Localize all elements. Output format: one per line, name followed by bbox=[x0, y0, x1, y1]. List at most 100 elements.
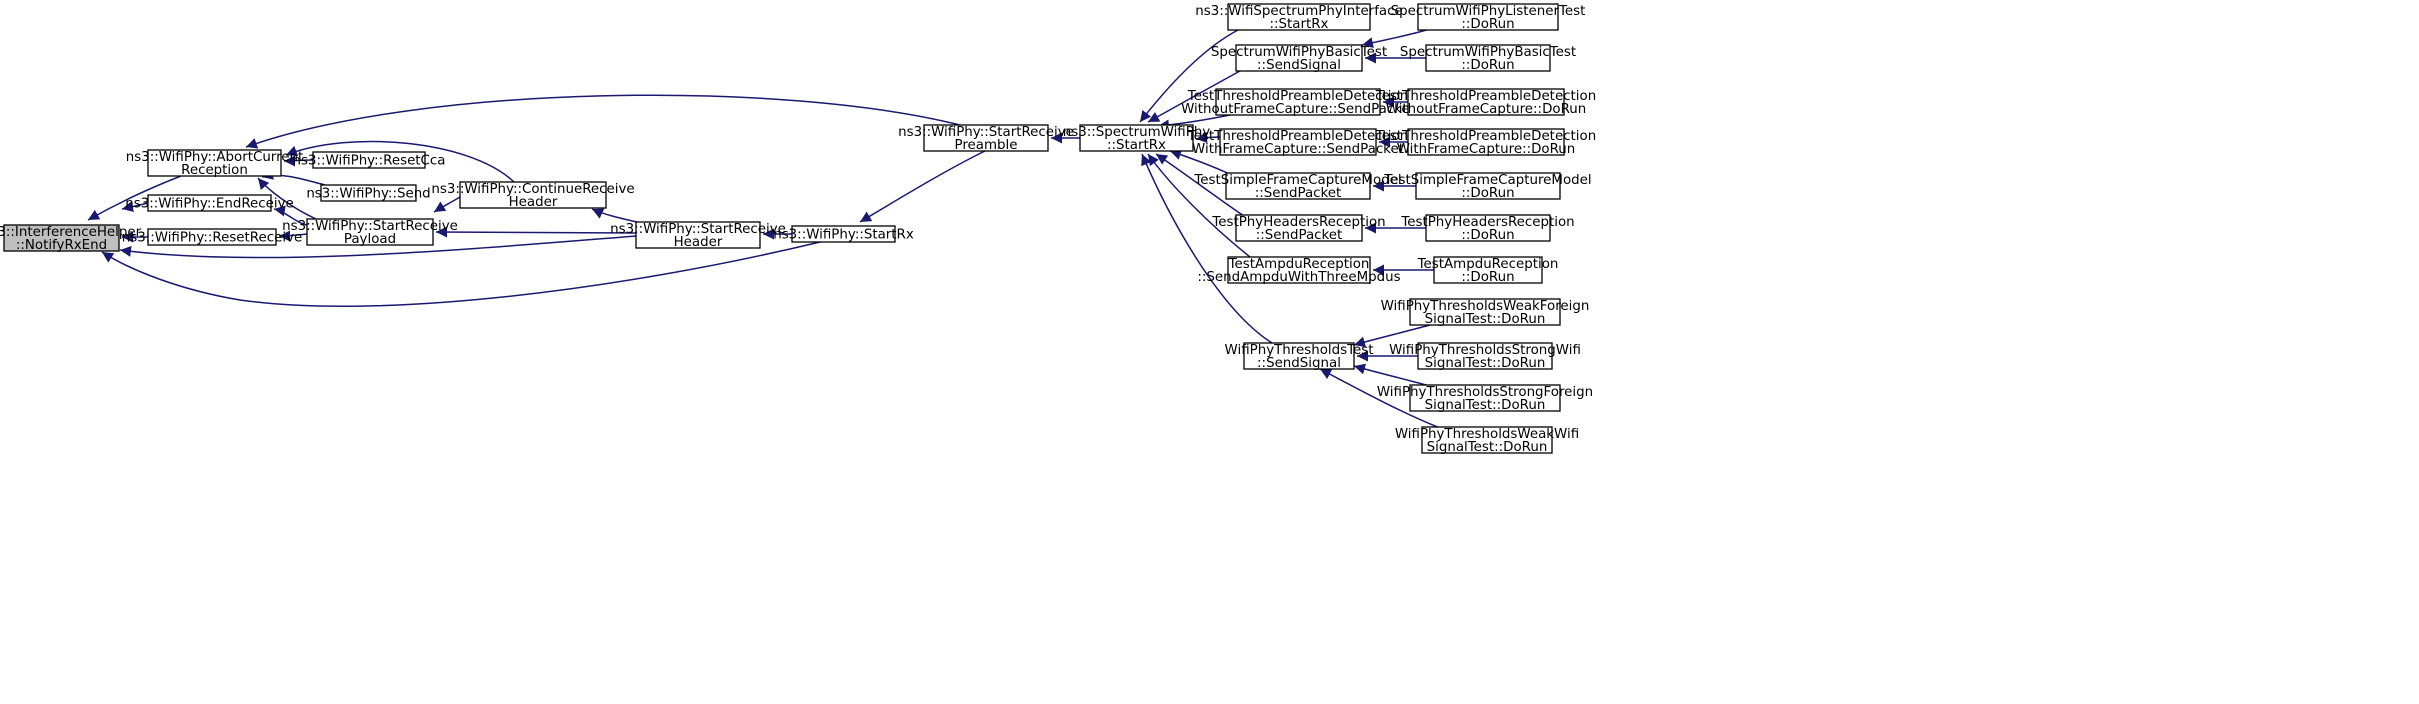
node-box[interactable] bbox=[3, 224, 120, 252]
node-n17[interactable]: TestPhyHeadersReception::SendPacket bbox=[1211, 214, 1386, 243]
node-label-line: ::DoRun bbox=[1461, 186, 1514, 201]
node-n12[interactable]: ns3::WifiSpectrumPhyInterface::StartRx bbox=[1195, 3, 1403, 32]
node-n21[interactable]: SpectrumWifiPhyBasicTest::DoRun bbox=[1400, 44, 1576, 73]
node-label-line: WithoutFrameCapture::DoRun bbox=[1386, 102, 1587, 117]
node-n20[interactable]: SpectrumWifiPhyListenerTest::DoRun bbox=[1391, 3, 1586, 32]
node-n13[interactable]: SpectrumWifiPhyBasicTest::SendSignal bbox=[1211, 44, 1387, 73]
edge-line bbox=[278, 230, 308, 242]
node-box[interactable] bbox=[1407, 128, 1565, 156]
node-box[interactable] bbox=[1417, 3, 1559, 31]
edge-line bbox=[1139, 29, 1239, 123]
edge-n6-to-n1 bbox=[257, 177, 317, 220]
node-n22[interactable]: TestThresholdPreambleDetectionWithoutFra… bbox=[1375, 88, 1596, 117]
edge-n7-to-n1 bbox=[285, 140, 515, 183]
node-label-line: ns3::WifiPhy::StartReceive bbox=[610, 222, 786, 237]
node-n25[interactable]: TestPhyHeadersReception::DoRun bbox=[1400, 214, 1575, 243]
node-n11[interactable]: ns3::SpectrumWifiPhy::StartRx bbox=[1063, 124, 1211, 153]
node-box[interactable] bbox=[1227, 256, 1371, 284]
node-label-line: ::StartRx bbox=[1107, 138, 1166, 153]
node-box[interactable] bbox=[1079, 124, 1194, 152]
node-label-line: ::SendPacket bbox=[1255, 186, 1342, 201]
node-label-line: ns3::WifiPhy::ResetReceive bbox=[122, 231, 302, 246]
node-label-line: WithFrameCapture::SendPacket bbox=[1192, 142, 1404, 157]
node-n3[interactable]: ns3::WifiPhy::ResetReceive bbox=[122, 228, 302, 246]
node-box[interactable] bbox=[1415, 172, 1561, 200]
node-box[interactable] bbox=[791, 225, 896, 243]
node-box[interactable] bbox=[1227, 3, 1371, 31]
node-box[interactable] bbox=[459, 181, 607, 209]
node-label-line: ns3::WifiPhy::StartReceive bbox=[282, 219, 458, 234]
node-n5[interactable]: ns3::WifiPhy::Send bbox=[306, 184, 431, 202]
node-box[interactable] bbox=[1215, 88, 1381, 116]
node-box[interactable] bbox=[1235, 214, 1363, 242]
node-label-line: ::DoRun bbox=[1461, 228, 1514, 243]
node-label-line: ns3::WifiPhy::ContinueReceive bbox=[431, 182, 634, 197]
edge-line bbox=[283, 155, 314, 167]
node-n2[interactable]: ns3::WifiPhy::EndReceive bbox=[125, 194, 294, 212]
node-box[interactable] bbox=[147, 228, 277, 246]
node-box[interactable] bbox=[1421, 426, 1553, 454]
edge-n27-to-n19 bbox=[1353, 324, 1431, 348]
node-label-line: TestAmpduReception bbox=[1228, 257, 1370, 272]
node-label-line: Header bbox=[509, 195, 558, 210]
node-n30[interactable]: WifiPhyThresholdsWeakWifiSignalTest::DoR… bbox=[1395, 426, 1579, 455]
edge-n10-to-n1 bbox=[245, 94, 961, 149]
node-n4[interactable]: ns3::WifiPhy::ResetCca bbox=[293, 151, 446, 169]
node-n9[interactable]: ns3::WifiPhy::StartRx bbox=[773, 225, 914, 243]
edge-n4-to-n1 bbox=[283, 155, 314, 167]
edge-n19-to-n11 bbox=[1141, 153, 1273, 344]
node-n18[interactable]: TestAmpduReception::SendAmpduWithThreeMp… bbox=[1197, 256, 1401, 285]
edge-n18-to-n11 bbox=[1147, 153, 1251, 258]
node-box[interactable] bbox=[1243, 342, 1355, 370]
node-n24[interactable]: TestSimpleFrameCaptureModel::DoRun bbox=[1383, 172, 1592, 201]
node-box[interactable] bbox=[1409, 298, 1561, 326]
node-box[interactable] bbox=[312, 151, 426, 169]
node-box[interactable] bbox=[923, 124, 1049, 152]
node-label-line: Header bbox=[674, 235, 723, 250]
node-n0[interactable]: ns3::InterferenceHelper::NotifyRxEnd bbox=[0, 224, 142, 253]
node-box[interactable] bbox=[1425, 44, 1551, 72]
node-box[interactable] bbox=[1409, 384, 1561, 412]
edge-n9-to-n0 bbox=[101, 241, 821, 308]
node-n23[interactable]: TestThresholdPreambleDetectionWithFrameC… bbox=[1375, 128, 1596, 157]
edge-n8-to-n0 bbox=[119, 235, 637, 259]
node-box[interactable] bbox=[320, 184, 417, 202]
node-n19[interactable]: WifiPhyThresholdsTest::SendSignal bbox=[1225, 342, 1374, 371]
node-n14[interactable]: TestThresholdPreambleDetectionWithoutFra… bbox=[1181, 88, 1415, 117]
node-box[interactable] bbox=[1417, 342, 1553, 370]
node-n16[interactable]: TestSimpleFrameCaptureModel::SendPacket bbox=[1193, 172, 1402, 201]
node-box[interactable] bbox=[306, 218, 434, 246]
edge-n7-to-n6 bbox=[433, 196, 461, 213]
edge-n2-to-n0 bbox=[121, 201, 149, 212]
edge-line bbox=[591, 208, 638, 223]
node-box[interactable] bbox=[1433, 256, 1543, 284]
edge-n8-to-n6 bbox=[435, 226, 637, 238]
node-n29[interactable]: WifiPhyThresholdsStrongForeignSignalTest… bbox=[1377, 384, 1593, 413]
node-n26[interactable]: TestAmpduReception::DoRun bbox=[1417, 256, 1559, 285]
node-box[interactable] bbox=[1219, 128, 1377, 156]
node-n28[interactable]: WifiPhyThresholdsStrongWifiSignalTest::D… bbox=[1389, 342, 1581, 371]
node-label-line: WifiPhyThresholdsWeakWifi bbox=[1395, 427, 1579, 442]
node-n27[interactable]: WifiPhyThresholdsWeakForeignSignalTest::… bbox=[1381, 298, 1590, 327]
node-n15[interactable]: TestThresholdPreambleDetectionWithFrameC… bbox=[1187, 128, 1408, 157]
node-label-line: ns3::WifiSpectrumPhyInterface bbox=[1195, 4, 1402, 19]
node-box[interactable] bbox=[1407, 88, 1565, 116]
node-box[interactable] bbox=[1235, 44, 1363, 72]
node-box[interactable] bbox=[635, 221, 761, 249]
node-label-line: SignalTest::DoRun bbox=[1427, 440, 1548, 455]
edge-n15-to-n11 bbox=[1195, 132, 1221, 144]
edge-line bbox=[1141, 153, 1273, 344]
node-label-line: Preamble bbox=[955, 138, 1018, 153]
node-label-line: TestThresholdPreambleDetection bbox=[1375, 89, 1596, 104]
node-label-line: ::SendPacket bbox=[1256, 228, 1343, 243]
node-box[interactable] bbox=[147, 149, 282, 177]
node-box[interactable] bbox=[147, 194, 272, 212]
node-box[interactable] bbox=[1425, 214, 1551, 242]
node-box[interactable] bbox=[1225, 172, 1371, 200]
node-label-line: TestSimpleFrameCaptureModel bbox=[1193, 173, 1401, 188]
